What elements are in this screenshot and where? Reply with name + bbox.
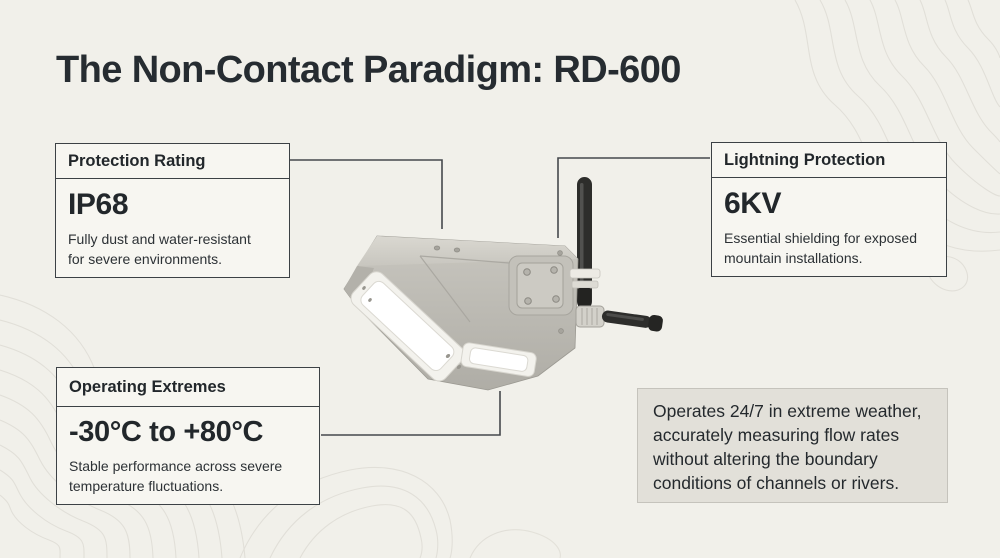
vertical-antenna-icon — [577, 177, 592, 309]
rd600-device-illustration — [343, 177, 663, 391]
housing-screws — [433, 245, 564, 334]
callout-body: 6KV Essential shielding for exposed moun… — [712, 178, 946, 278]
description-line: Stable performance across severe — [69, 458, 283, 474]
description-line: Essential shielding for exposed — [724, 230, 918, 246]
bevel-screws — [362, 286, 462, 369]
description-line: for severe environments. — [68, 251, 223, 268]
callout-body: IP68 Fully dust and water-resistant for … — [56, 179, 289, 279]
note-box: Operates 24/7 in extreme weather, accura… — [637, 388, 948, 503]
callout-description: Stable performance across severe tempera… — [69, 456, 307, 496]
connector-lightning-protection — [557, 157, 710, 238]
radar-window-small — [460, 342, 537, 377]
page-title: The Non-Contact Paradigm: RD-600 — [56, 49, 681, 91]
device-body — [343, 235, 579, 391]
callout-heading: Lightning Protection — [712, 143, 946, 178]
description-line: mountain installations. — [724, 250, 863, 267]
description-line: temperature fluctuations. — [69, 478, 224, 495]
radar-window-large — [350, 271, 465, 382]
mounting-plate — [508, 255, 574, 316]
callout-protection-rating: Protection Rating IP68 Fully dust and wa… — [55, 143, 290, 278]
callout-operating-extremes: Operating Extremes -30°C to +80°C Stable… — [56, 367, 320, 505]
callout-body: -30°C to +80°C Stable performance across… — [57, 407, 319, 506]
callout-lightning-protection: Lightning Protection 6KV Essential shiel… — [711, 142, 947, 277]
callout-heading: Protection Rating — [56, 144, 289, 179]
note-line: accurately measuring flow rates — [653, 425, 900, 446]
callout-value: 6KV — [724, 187, 782, 220]
connector-protection-rating — [290, 159, 443, 229]
connector-operating-extremes — [321, 391, 501, 436]
antenna-clamp — [569, 268, 601, 309]
note-line: without altering the boundary — [653, 449, 878, 470]
callout-value: IP68 — [68, 188, 129, 221]
description-line: Fully dust and water-resistant — [68, 231, 251, 247]
callout-heading: Operating Extremes — [57, 368, 319, 407]
callout-value: -30°C to +80°C — [69, 416, 264, 448]
cable-gland — [575, 305, 605, 328]
note-line: Operates 24/7 in extreme weather, — [653, 401, 922, 421]
callout-description: Fully dust and water-resistant for sever… — [68, 229, 277, 269]
callout-description: Essential shielding for exposed mountain… — [724, 228, 934, 268]
note-line: conditions of channels or rivers. — [653, 473, 900, 494]
horizontal-antenna-icon — [601, 310, 663, 332]
